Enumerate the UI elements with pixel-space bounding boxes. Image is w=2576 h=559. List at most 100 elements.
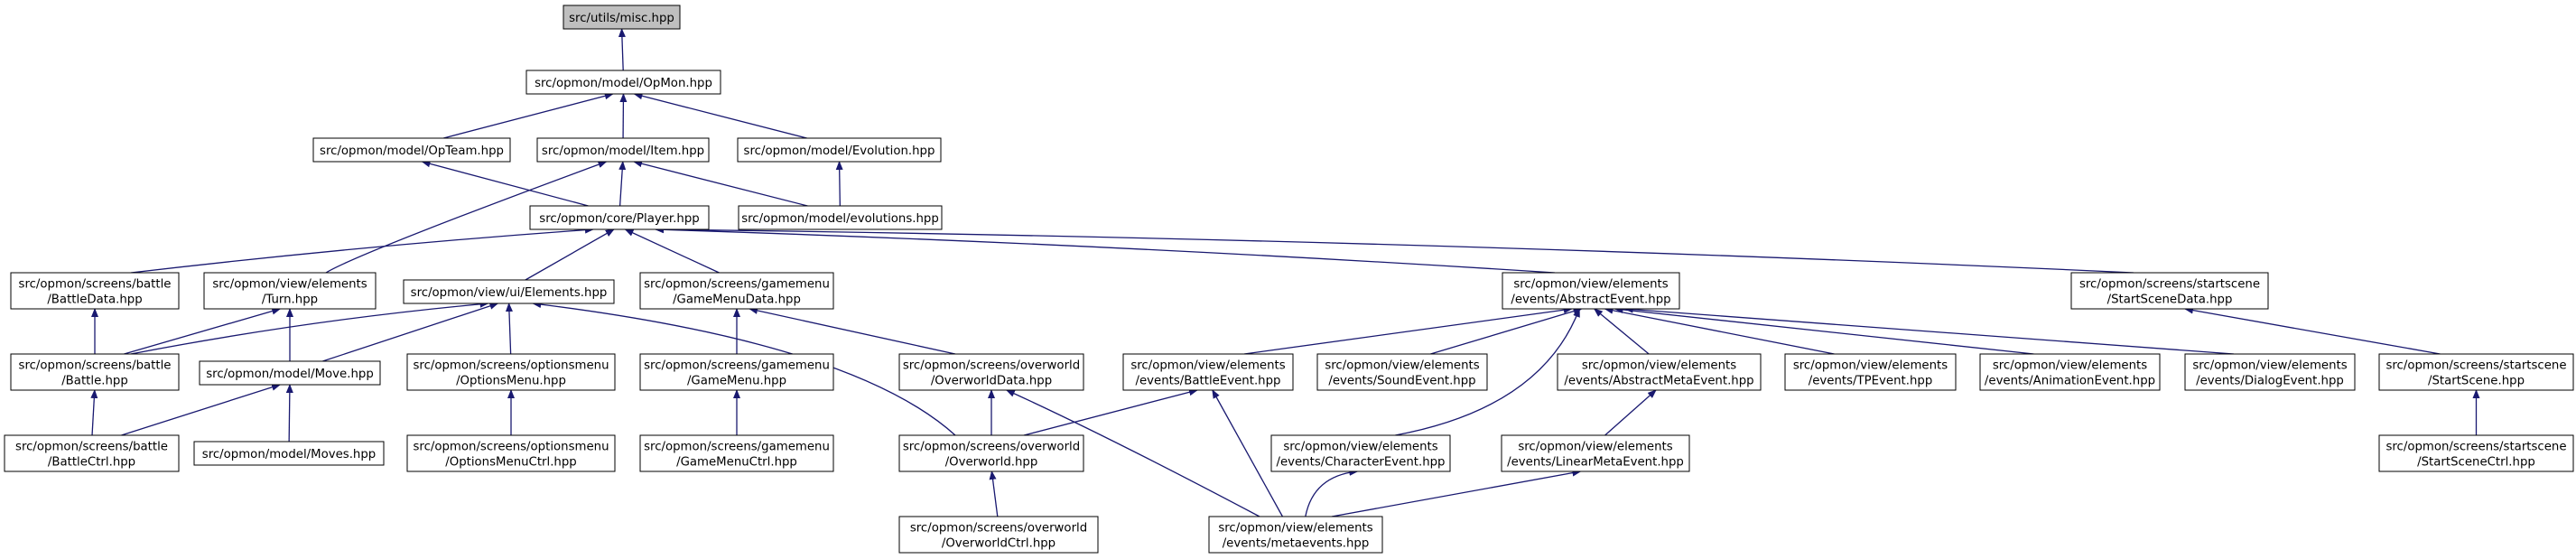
node-abstractmetaevent[interactable]: src/opmon/view/elements/events/AbstractM…: [1557, 353, 1762, 391]
node-soundevent[interactable]: src/opmon/view/elements/events/SoundEven…: [1316, 353, 1488, 391]
edge-battle-to-turn: [124, 307, 282, 355]
edge-evolution-to-opmon: [633, 92, 807, 139]
node-label-opteam: src/opmon/model/OpTeam.hpp: [320, 144, 504, 158]
node-optionsmenu[interactable]: src/opmon/screens/optionsmenu/OptionsMen…: [406, 353, 616, 391]
node-metaevents[interactable]: src/opmon/view/elements/events/metaevent…: [1208, 516, 1383, 554]
edge-metaevents-to-linearmetaevent: [1331, 469, 1582, 517]
node-label-startscenectrl: src/opmon/screens/startscene: [2385, 441, 2566, 454]
node-battledata[interactable]: src/opmon/screens/battle/BattleData.hpp: [10, 272, 180, 310]
edge-animationevent-to-abstractevent: [1613, 305, 2034, 355]
node-label-gamemenudata: src/opmon/screens/gamemenu: [644, 278, 830, 292]
node-label-turn: /Turn.hpp: [262, 293, 318, 307]
node-label-tpevent: /events/TPEvent.hpp: [1809, 375, 1933, 388]
node-battle[interactable]: src/opmon/screens/battle/Battle.hpp: [10, 353, 180, 391]
node-battleevent[interactable]: src/opmon/view/elements/events/BattleEve…: [1122, 353, 1294, 391]
node-box-gamemenudata: [639, 272, 834, 310]
node-label-moves: src/opmon/model/Moves.hpp: [202, 448, 376, 461]
node-elements[interactable]: src/opmon/view/ui/Elements.hpp: [403, 279, 615, 304]
node-box-optionsmenuctrl: [406, 434, 616, 472]
node-label-gamemenu: /GameMenu.hpp: [687, 375, 786, 388]
node-label-overworld: src/opmon/screens/overworld: [903, 441, 1080, 454]
node-animationevent[interactable]: src/opmon/view/elements/events/Animation…: [1979, 353, 2161, 391]
node-characterevent[interactable]: src/opmon/view/elements/events/Character…: [1270, 434, 1451, 472]
node-moves[interactable]: src/opmon/model/Moves.hpp: [193, 441, 385, 466]
node-label-turn: src/opmon/view/elements: [212, 278, 367, 292]
node-gamemenu[interactable]: src/opmon/screens/gamemenu/GameMenu.hpp: [639, 353, 834, 391]
node-label-soundevent: src/opmon/view/elements: [1325, 359, 1479, 373]
node-startscene[interactable]: src/opmon/screens/startscene/StartScene.…: [2378, 353, 2574, 391]
node-startscenedata[interactable]: src/opmon/screens/startscene/StartSceneD…: [2070, 272, 2269, 310]
edge-gamemenudata-to-player: [624, 228, 720, 274]
node-label-evolution: src/opmon/model/Evolution.hpp: [744, 144, 935, 158]
edge-overworld-to-battleevent: [1023, 388, 1198, 436]
node-box-battle: [10, 353, 180, 391]
edge-linearmetaevent-to-abstractmetaevent: [1604, 389, 1657, 436]
node-label-startscenedata: src/opmon/screens/startscene: [2079, 278, 2260, 292]
edge-metaevents-to-overworlddata: [1005, 389, 1260, 517]
node-startscenectrl[interactable]: src/opmon/screens/startscene/StartSceneC…: [2378, 434, 2574, 472]
node-battlectrl[interactable]: src/opmon/screens/battle/BattleCtrl.hpp: [4, 434, 180, 472]
node-gamemenuctrl[interactable]: src/opmon/screens/gamemenu/GameMenuCtrl.…: [639, 434, 834, 472]
node-box-optionsmenu: [406, 353, 616, 391]
edge-startscene-to-startscenedata: [2183, 306, 2441, 355]
node-turn[interactable]: src/opmon/view/elements/Turn.hpp: [203, 272, 377, 310]
edge-moves-to-move: [285, 384, 293, 443]
edge-evolutions-to-item: [633, 160, 808, 207]
node-label-dialogevent: /events/DialogEvent.hpp: [2196, 375, 2344, 388]
node-overworldctrl[interactable]: src/opmon/screens/overworld/OverworldCtr…: [898, 516, 1099, 554]
edge-opteam-to-opmon: [443, 92, 614, 139]
node-box-abstractmetaevent: [1557, 353, 1762, 391]
node-label-battlectrl: src/opmon/screens/battle: [15, 441, 168, 454]
node-evolution[interactable]: src/opmon/model/Evolution.hpp: [737, 137, 942, 163]
edge-battlectrl-to-battle: [90, 389, 98, 436]
node-label-metaevents: /events/metaevents.hpp: [1223, 537, 1370, 551]
edge-battle-to-elements: [130, 300, 489, 355]
node-label-overworldctrl: src/opmon/screens/overworld: [910, 522, 1087, 536]
edge-player-to-opteam: [421, 160, 589, 207]
node-box-abstractevent: [1502, 272, 1680, 310]
node-label-gamemenuctrl: src/opmon/screens/gamemenu: [644, 441, 830, 454]
node-label-dialogevent: src/opmon/view/elements: [2192, 359, 2347, 373]
node-linearmetaevent[interactable]: src/opmon/view/elements/events/LinearMet…: [1501, 434, 1690, 472]
node-box-metaevents: [1208, 516, 1383, 554]
node-label-battleevent: /events/BattleEvent.hpp: [1136, 375, 1281, 388]
edge-battlectrl-to-move: [121, 383, 281, 436]
node-opteam[interactable]: src/opmon/model/OpTeam.hpp: [312, 137, 511, 163]
node-label-abstractmetaevent: src/opmon/view/elements: [1582, 359, 1736, 373]
node-label-opmon: src/opmon/model/OpMon.hpp: [535, 77, 712, 90]
node-move[interactable]: src/opmon/model/Move.hpp: [199, 360, 381, 386]
node-label-elements: src/opmon/view/ui/Elements.hpp: [411, 286, 608, 300]
node-gamemenudata[interactable]: src/opmon/screens/gamemenu/GameMenuData.…: [639, 272, 834, 310]
node-overworld[interactable]: src/opmon/screens/overworld/Overworld.hp…: [898, 434, 1084, 472]
node-optionsmenuctrl[interactable]: src/opmon/screens/optionsmenu/OptionsMen…: [406, 434, 616, 472]
node-evolutions[interactable]: src/opmon/model/evolutions.hpp: [738, 205, 943, 230]
node-box-overworldctrl: [898, 516, 1099, 554]
node-label-move: src/opmon/model/Move.hpp: [206, 368, 374, 381]
node-box-battleevent: [1122, 353, 1294, 391]
node-label-optionsmenuctrl: src/opmon/screens/optionsmenu: [413, 441, 609, 454]
node-abstractevent[interactable]: src/opmon/view/elements/events/AbstractE…: [1502, 272, 1680, 310]
edge-opmon-to-misc: [618, 28, 626, 71]
node-label-animationevent: src/opmon/view/elements: [1993, 359, 2147, 373]
node-dialogevent[interactable]: src/opmon/view/elements/events/DialogEve…: [2184, 353, 2356, 391]
node-box-misc: [563, 5, 681, 30]
node-player[interactable]: src/opmon/core/Player.hpp: [529, 205, 710, 230]
node-misc[interactable]: src/utils/misc.hpp: [563, 5, 681, 30]
node-tpevent[interactable]: src/opmon/view/elements/events/TPEvent.h…: [1784, 353, 1957, 391]
node-item[interactable]: src/opmon/model/Item.hpp: [536, 137, 710, 163]
edge-characterevent-to-abstractevent: [1395, 308, 1580, 436]
node-label-linearmetaevent: src/opmon/view/elements: [1518, 441, 1672, 454]
node-box-item: [536, 137, 710, 163]
node-label-overworld: /Overworld.hpp: [945, 456, 1038, 470]
node-box-dialogevent: [2184, 353, 2356, 391]
edge-move-to-elements: [322, 303, 499, 362]
edge-player-to-item: [618, 161, 627, 207]
node-label-animationevent: /events/AnimationEvent.hpp: [1985, 375, 2155, 388]
node-overworlddata[interactable]: src/opmon/screens/overworld/OverworldDat…: [898, 353, 1084, 391]
edge-overworlddata-to-gamemenudata: [749, 307, 956, 355]
node-label-abstractevent: /events/AbstractEvent.hpp: [1511, 293, 1670, 307]
node-label-characterevent: src/opmon/view/elements: [1283, 441, 1437, 454]
node-opmon[interactable]: src/opmon/model/OpMon.hpp: [525, 70, 721, 95]
node-label-abstractmetaevent: /events/AbstractMetaEvent.hpp: [1564, 375, 1753, 388]
node-label-startscene: /StartScene.hpp: [2428, 375, 2525, 388]
